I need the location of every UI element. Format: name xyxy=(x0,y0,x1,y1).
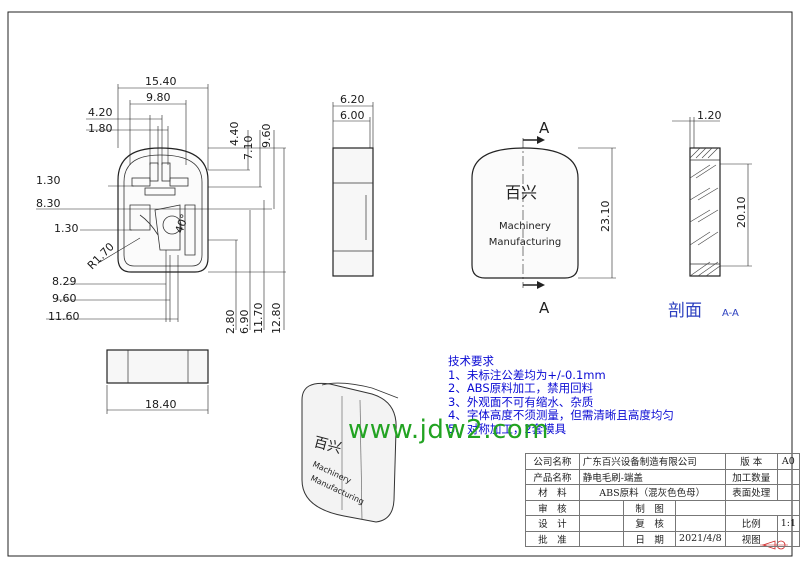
dim-r1-70: R1.70 xyxy=(85,240,117,272)
dim-6-00: 6.00 xyxy=(340,109,365,122)
dim-11-60: 11.60 xyxy=(48,310,80,323)
dim-1-80: 1.80 xyxy=(88,122,113,135)
tech-requirements: 技术要求 1、未标注公差均为+/-0.1mm 2、ABS原料加工，禁用回料 3、… xyxy=(448,354,674,436)
title-block: 公司名称 广东百兴设备制造有限公司 版 本 A0 产品名称 静电毛刷-端盖 加工… xyxy=(525,453,800,547)
dim-2-80: 2.80 xyxy=(224,310,237,335)
version-value: A0 xyxy=(776,453,800,470)
dim-20-10: 20.10 xyxy=(735,197,748,229)
dim-9-60: 9.60 xyxy=(260,124,273,149)
material-label: 材 料 xyxy=(525,484,580,501)
dim-8-30: 8.30 xyxy=(36,197,61,210)
iso-view: 百兴 Machinery Manufacturing xyxy=(301,382,399,523)
dim-8-29: 8.29 xyxy=(52,275,77,288)
tech-title: 技术要求 xyxy=(448,354,494,368)
material-value: ABS原料（混灰色色母） xyxy=(578,484,726,501)
dim-6-20: 6.20 xyxy=(340,93,365,106)
tech-line-1: 1、未标注公差均为+/-0.1mm xyxy=(448,367,606,382)
logo-text-line2: Manufacturing xyxy=(489,237,561,248)
review-label: 复 核 xyxy=(623,515,677,532)
dim-6-90: 6.90 xyxy=(238,310,251,335)
dim-1-20: 1.20 xyxy=(697,109,722,122)
date-label: 日 期 xyxy=(623,530,677,547)
dim-width-inner: 9.80 xyxy=(146,91,171,104)
section-marker-bottom: A xyxy=(539,299,550,317)
dim-4-40: 4.40 xyxy=(228,122,241,147)
section-marker-top: A xyxy=(539,119,550,137)
dim-11-70: 11.70 xyxy=(252,303,265,335)
design-value xyxy=(578,515,625,532)
drawing-border xyxy=(7,11,793,557)
side-view: 6.20 6.00 xyxy=(332,93,374,277)
dim-angle: 40° xyxy=(173,212,192,235)
watermark: www.jdw2.com xyxy=(348,415,549,445)
section-title: 剖面 xyxy=(668,301,702,321)
qty-value xyxy=(776,468,800,485)
surface-value xyxy=(776,484,800,501)
tech-line-5: 5、对称加工，2套模具 xyxy=(448,421,567,436)
dim-7-10: 7.10 xyxy=(242,136,255,161)
logo-text-line1: Machinery xyxy=(499,221,551,232)
dim-23-10: 23.10 xyxy=(599,201,612,233)
company-name: 广东百兴设备制造有限公司 xyxy=(578,453,726,470)
drawing-value xyxy=(675,499,726,516)
audit-label: 审 核 xyxy=(525,499,580,516)
company-label: 公司名称 xyxy=(525,453,580,470)
review-value xyxy=(675,515,726,532)
design-label: 设 计 xyxy=(525,515,580,532)
dim-1-30-b: 1.30 xyxy=(54,222,79,235)
approve-label: 批 准 xyxy=(525,530,580,547)
logo-view: A A 百兴 Machinery Manufacturing 23.10 xyxy=(471,119,616,317)
dim-9-60-b: 9.60 xyxy=(52,292,77,305)
product-label: 产品名称 xyxy=(525,468,580,485)
qty-label: 加工数量 xyxy=(724,468,778,485)
iso-logo-chars: 百兴 xyxy=(312,434,343,457)
tech-line-2: 2、ABS原料加工，禁用回料 xyxy=(448,381,594,395)
dim-12-80: 12.80 xyxy=(270,303,283,335)
approve-value xyxy=(578,530,625,547)
tech-line-4: 4、字体高度不须测量，但需清晰且高度均匀 xyxy=(448,408,674,422)
dim-4-20: 4.20 xyxy=(88,106,113,119)
view-label: 视图 xyxy=(724,530,778,547)
scale-value: 1:1 xyxy=(776,515,800,532)
logo-chars: 百兴 xyxy=(505,183,537,202)
bottom-view: 18.40 xyxy=(106,349,209,414)
dim-18-40: 18.40 xyxy=(145,398,177,411)
audit-value xyxy=(578,499,625,516)
section-view: 1.20 20.10 剖面 A-A xyxy=(668,109,752,321)
section-title-sub: A-A xyxy=(722,308,739,319)
front-view: 15.40 9.80 4.20 1.80 1.30 8.30 1.30 8.29… xyxy=(36,75,286,334)
dim-width-total: 15.40 xyxy=(145,75,177,88)
scale-label: 比例 xyxy=(724,515,778,532)
date-value: 2021/4/8 xyxy=(675,530,726,547)
surface-label: 表面处理 xyxy=(724,484,778,501)
dim-1-30-a: 1.30 xyxy=(36,174,61,187)
drawing-label: 制 图 xyxy=(623,499,677,516)
version-label: 版 本 xyxy=(724,453,778,470)
tech-line-3: 3、外观面不可有缩水、杂质 xyxy=(448,394,594,409)
product-name: 静电毛刷-端盖 xyxy=(578,468,726,485)
